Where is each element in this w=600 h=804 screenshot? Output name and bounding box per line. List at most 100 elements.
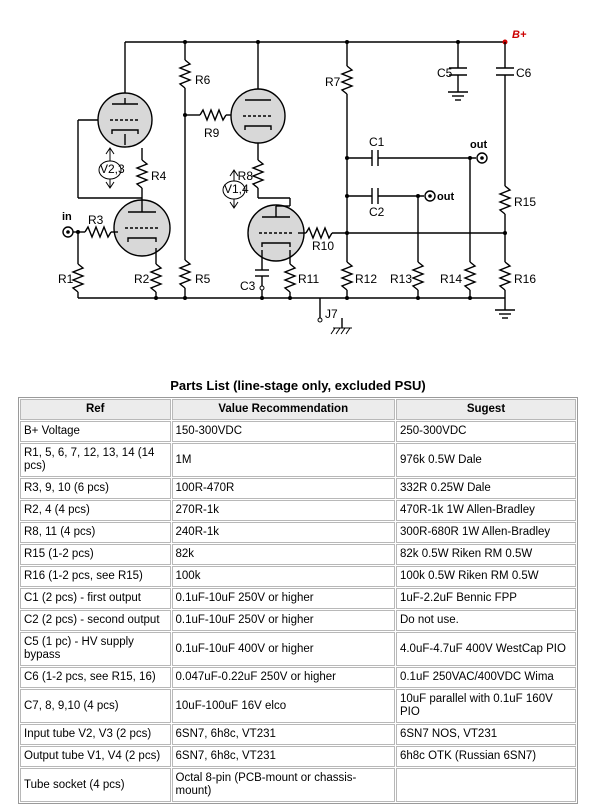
input-label: in: [62, 211, 72, 223]
table-row: C6 (1-2 pcs, see R15, 16) 0.047uF-0.22uF…: [20, 667, 576, 688]
c2-label: C2: [369, 205, 385, 219]
resistor-r10: R10: [298, 226, 505, 253]
out1-label: out: [470, 139, 487, 151]
r12-label: R12: [355, 272, 377, 286]
heater-v23: V2,3: [98, 147, 125, 189]
table-row: R2, 4 (4 pcs) 270R-1k 470R-1k 1W Allen-B…: [20, 500, 576, 521]
resistor-r12: R12: [340, 261, 377, 298]
cell-ref: Input tube V2, V3 (2 pcs): [20, 724, 171, 745]
ground-rail: J7: [78, 297, 505, 335]
bplus-label: B+: [512, 29, 527, 41]
heater-v14: V1,4: [222, 169, 249, 209]
c5-label: C5: [437, 66, 453, 80]
schematic-diagram: B+ J7 R6 R9: [58, 29, 536, 335]
c1-label: C1: [369, 135, 385, 149]
table-row: R1, 5, 6, 7, 12, 13, 14 (14 pcs) 1M 976k…: [20, 443, 576, 477]
input-jack: in R3: [62, 211, 118, 239]
cell-ref: R3, 9, 10 (6 pcs): [20, 478, 171, 499]
r16-label: R16: [514, 272, 536, 286]
j7-label: J7: [325, 307, 338, 321]
junctions: [76, 40, 507, 300]
cell-ref: C5 (1 pc) - HV supply bypass: [20, 632, 171, 666]
cell-value: 0.1uF-10uF 400V or higher: [171, 632, 395, 666]
r14-label: R14: [440, 272, 462, 286]
r11-label: R11: [298, 272, 319, 286]
tube-upper-center: [230, 42, 286, 160]
cell-value: 82k: [171, 544, 395, 565]
cell-suggest: 6h8c OTK (Russian 6SN7): [395, 746, 576, 767]
r4-label: R4: [151, 169, 167, 183]
cell-ref: R1, 5, 6, 7, 12, 13, 14 (14 pcs): [20, 443, 171, 477]
resistor-r14: R14: [440, 158, 477, 298]
r13-label: R13: [390, 272, 412, 286]
cell-value: 100k: [171, 566, 395, 587]
parts-header-row: Ref Value Recommendation Sugest: [20, 399, 576, 420]
table-row: Output tube V1, V4 (2 pcs) 6SN7, 6h8c, V…: [20, 746, 576, 767]
tube-lower-left: [113, 199, 171, 257]
capacitor-c1: C1: [347, 135, 476, 166]
cell-suggest: 6SN7 NOS, VT231: [395, 724, 576, 745]
v14-label: V1,4: [224, 182, 249, 196]
resistor-r5: R5: [178, 259, 211, 298]
cell-value: 100R-470R: [171, 478, 395, 499]
r9-label: R9: [204, 126, 220, 140]
cell-suggest: 0.1uF 250VAC/400VDC Wima: [395, 667, 576, 688]
table-row: B+ Voltage 150-300VDC 250-300VDC: [20, 421, 576, 442]
cell-ref: C6 (1-2 pcs, see R15, 16): [20, 667, 171, 688]
cell-ref: C2 (2 pcs) - second output: [20, 610, 171, 631]
r8-label: R8: [238, 169, 254, 183]
r6-label: R6: [195, 73, 211, 87]
table-row: R8, 11 (4 pcs) 240R-1k 300R-680R 1W Alle…: [20, 522, 576, 543]
table-row: C5 (1 pc) - HV supply bypass 0.1uF-10uF …: [20, 632, 576, 666]
resistor-r11: R11: [283, 250, 319, 298]
cell-suggest: 300R-680R 1W Allen-Bradley: [395, 522, 576, 543]
capacitor-c3: C3: [240, 250, 269, 298]
r7-label: R7: [325, 75, 341, 89]
resistor-r15: R15: [498, 185, 536, 262]
resistor-r8: R8: [238, 159, 291, 206]
table-row: C2 (2 pcs) - second output 0.1uF-10uF 25…: [20, 610, 576, 631]
tube-lower-center: [247, 204, 305, 262]
cell-value: Octal 8-pin (PCB-mount or chassis-mount): [171, 768, 395, 802]
resistor-r16: R16: [495, 261, 536, 319]
table-row: R3, 9, 10 (6 pcs) 100R-470R 332R 0.25W D…: [20, 478, 576, 499]
cell-suggest: Do not use.: [395, 610, 576, 631]
resistor-r9: R9: [185, 108, 236, 140]
cell-suggest: 100k 0.5W Riken RM 0.5W: [395, 566, 576, 587]
capacitor-c5: C5: [437, 40, 468, 101]
cell-value: 10uF-100uF 16V elco: [171, 689, 395, 723]
cell-suggest: 470R-1k 1W Allen-Bradley: [395, 500, 576, 521]
c3-label: C3: [240, 279, 256, 293]
resistor-r7: R7: [325, 42, 354, 262]
cell-suggest: 82k 0.5W Riken RM 0.5W: [395, 544, 576, 565]
output-jack-2: out: [424, 190, 454, 203]
cell-ref: R2, 4 (4 pcs): [20, 500, 171, 521]
cell-suggest: 10uF parallel with 0.1uF 160V PIO: [395, 689, 576, 723]
table-row: C1 (2 pcs) - first output 0.1uF-10uF 250…: [20, 588, 576, 609]
v23-label: V2,3: [100, 162, 125, 176]
cell-ref: R15 (1-2 pcs): [20, 544, 171, 565]
resistor-r1: R1: [58, 232, 85, 298]
cell-suggest: 1uF-2.2uF Bennic FPP: [395, 588, 576, 609]
cell-suggest: 976k 0.5W Dale: [395, 443, 576, 477]
capacitor-c6: C6: [496, 42, 532, 186]
tube-upper-left: [97, 42, 153, 148]
table-row: R15 (1-2 pcs) 82k 82k 0.5W Riken RM 0.5W: [20, 544, 576, 565]
cell-ref: Tube socket (4 pcs): [20, 768, 171, 802]
header-ref: Ref: [20, 399, 171, 420]
r3-label: R3: [88, 213, 104, 227]
output-jack-1: out: [470, 139, 488, 164]
cell-ref: B+ Voltage: [20, 421, 171, 442]
cell-value: 6SN7, 6h8c, VT231: [171, 724, 395, 745]
resistor-r13: R13: [390, 196, 425, 298]
cell-value: 0.047uF-0.22uF 250V or higher: [171, 667, 395, 688]
capacitor-c2: C2: [347, 188, 424, 219]
r15-label: R15: [514, 195, 536, 209]
cell-suggest: [395, 768, 576, 802]
resistor-r6: R6: [178, 42, 211, 260]
parts-table: Ref Value Recommendation Sugest B+ Volta…: [18, 397, 578, 804]
table-row: Input tube V2, V3 (2 pcs) 6SN7, 6h8c, VT…: [20, 724, 576, 745]
cell-value: 240R-1k: [171, 522, 395, 543]
parts-list-title: Parts List (line-stage only, excluded PS…: [170, 378, 426, 393]
out2-label: out: [437, 191, 454, 203]
